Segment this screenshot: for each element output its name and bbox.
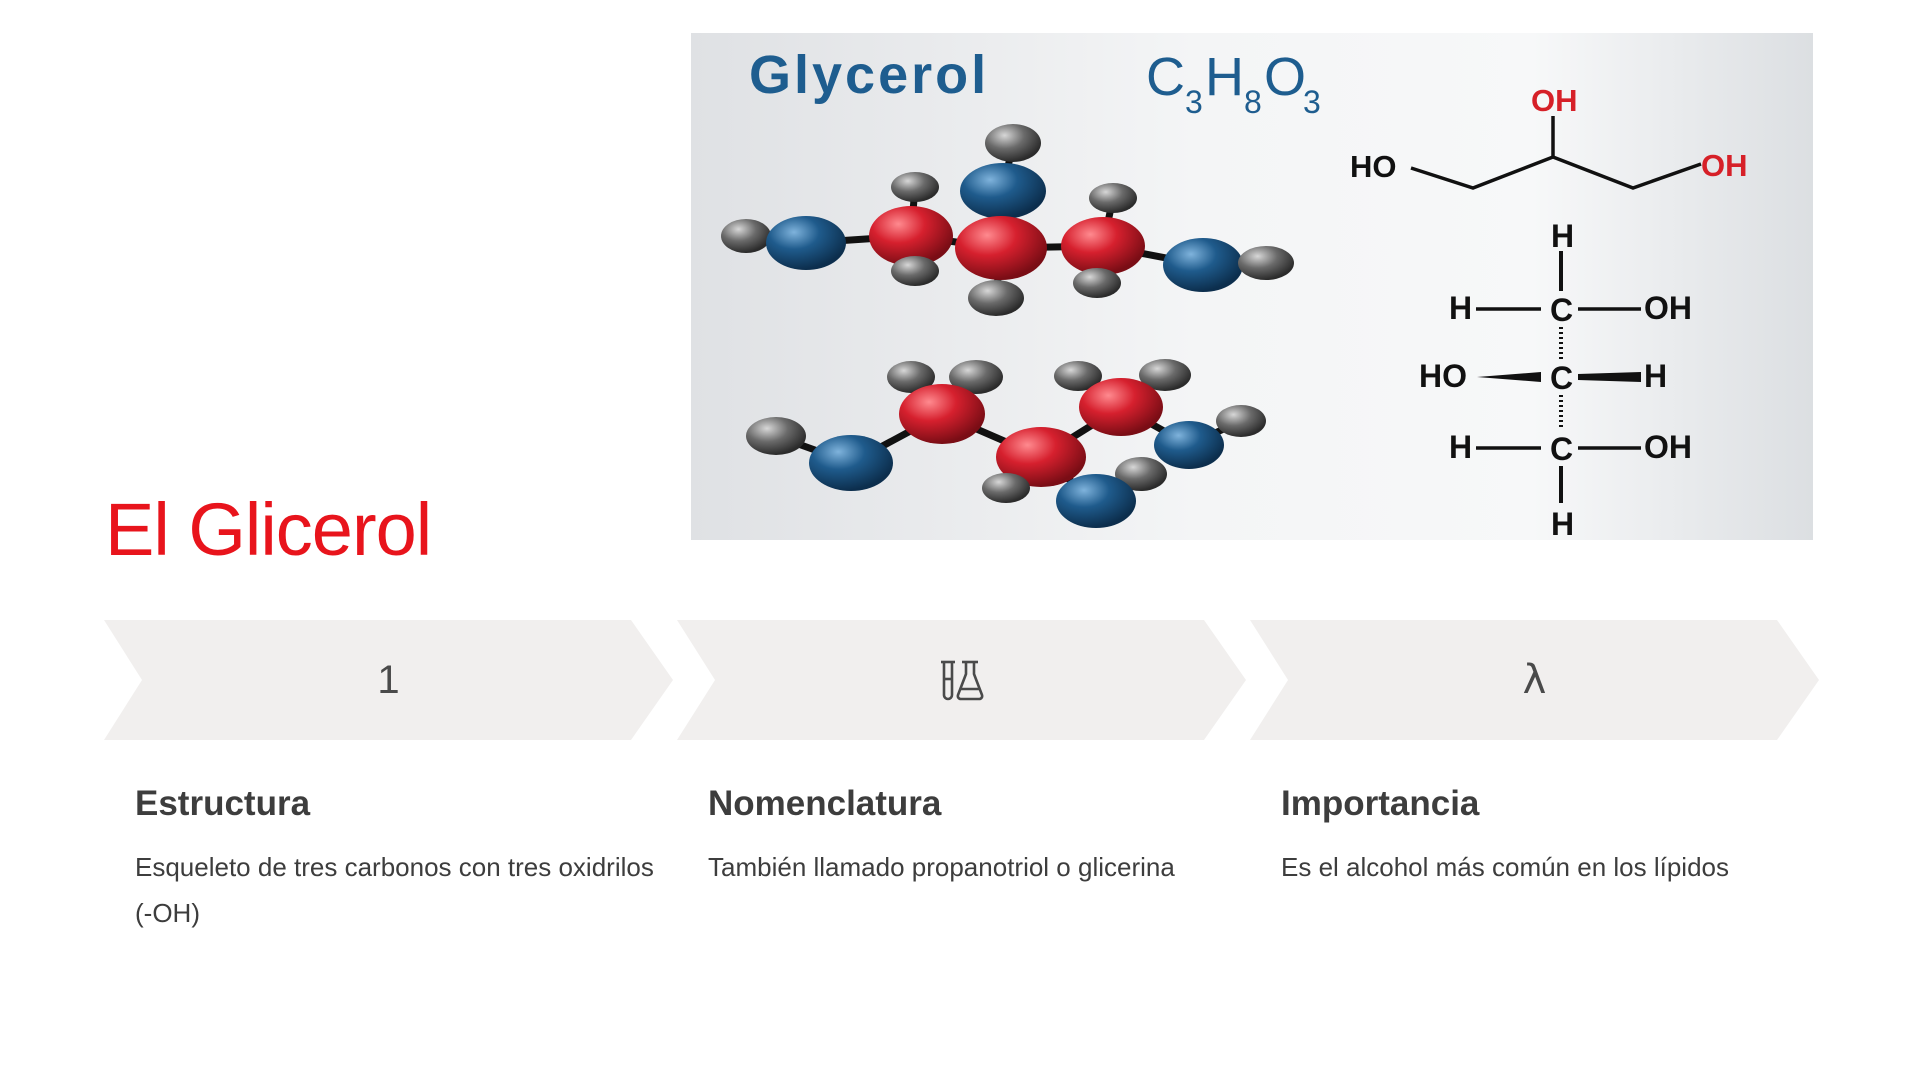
svg-text:C: C bbox=[1146, 47, 1185, 107]
svg-text:OH: OH bbox=[1531, 83, 1578, 118]
svg-text:H: H bbox=[1551, 218, 1574, 254]
svg-text:OH: OH bbox=[1644, 290, 1692, 326]
glycerol-illustration: Glycerol C 3 H 8 O 3 bbox=[721, 45, 1748, 540]
svg-text:HO: HO bbox=[1419, 358, 1467, 394]
number-one-icon: 1 bbox=[377, 657, 400, 702]
svg-text:H: H bbox=[1551, 506, 1574, 540]
svg-text:H: H bbox=[1644, 358, 1667, 394]
slide-title: El Glicerol bbox=[105, 488, 432, 571]
card-description: Es el alcohol más común en los lípidos bbox=[1281, 852, 1730, 882]
svg-text:H: H bbox=[1205, 47, 1244, 107]
card-estructura: Estructura Esqueleto de tres carbonos co… bbox=[135, 780, 655, 936]
lambda-icon: λ bbox=[1522, 657, 1547, 703]
card-description: También llamado propanotriol o glicerina bbox=[708, 852, 1175, 882]
step-chevron-1: 1 bbox=[104, 620, 673, 740]
molecular-formula: C 3 H 8 O 3 bbox=[1146, 47, 1321, 120]
card-nomenclatura: Nomenclatura También llamado propanotrio… bbox=[708, 780, 1228, 890]
svg-text:3: 3 bbox=[1303, 84, 1321, 120]
skeletal-formula: OH HO OH bbox=[1350, 83, 1748, 190]
card-importancia: Importancia Es el alcohol más común en l… bbox=[1281, 780, 1801, 890]
svg-text:C: C bbox=[1550, 360, 1573, 396]
svg-text:C: C bbox=[1550, 431, 1573, 467]
lab-flask-icon bbox=[677, 620, 1246, 740]
fischer-projection: H H C OH HO C H H C OH H bbox=[1419, 218, 1692, 540]
svg-text:HO: HO bbox=[1350, 149, 1397, 184]
svg-text:C: C bbox=[1550, 292, 1573, 328]
svg-text:O: O bbox=[1264, 47, 1306, 107]
card-description: Esqueleto de tres carbonos con tres oxid… bbox=[135, 852, 654, 928]
atoms-lower bbox=[746, 359, 1266, 528]
svg-text:8: 8 bbox=[1244, 84, 1262, 120]
atoms-upper bbox=[721, 124, 1294, 316]
svg-text:H: H bbox=[1449, 290, 1472, 326]
process-steps: 1 λ bbox=[104, 620, 1824, 740]
card-title: Nomenclatura bbox=[708, 784, 942, 823]
molecule-name: Glycerol bbox=[749, 45, 989, 105]
card-title: Estructura bbox=[135, 784, 311, 823]
card-title: Importancia bbox=[1281, 784, 1480, 823]
step-chevron-2 bbox=[677, 620, 1246, 740]
svg-text:OH: OH bbox=[1701, 148, 1748, 183]
step-chevron-3: λ bbox=[1250, 620, 1819, 740]
svg-text:OH: OH bbox=[1644, 429, 1692, 465]
svg-text:H: H bbox=[1449, 429, 1472, 465]
glycerol-figure: Glycerol C 3 H 8 O 3 bbox=[691, 33, 1813, 540]
svg-text:3: 3 bbox=[1185, 84, 1203, 120]
